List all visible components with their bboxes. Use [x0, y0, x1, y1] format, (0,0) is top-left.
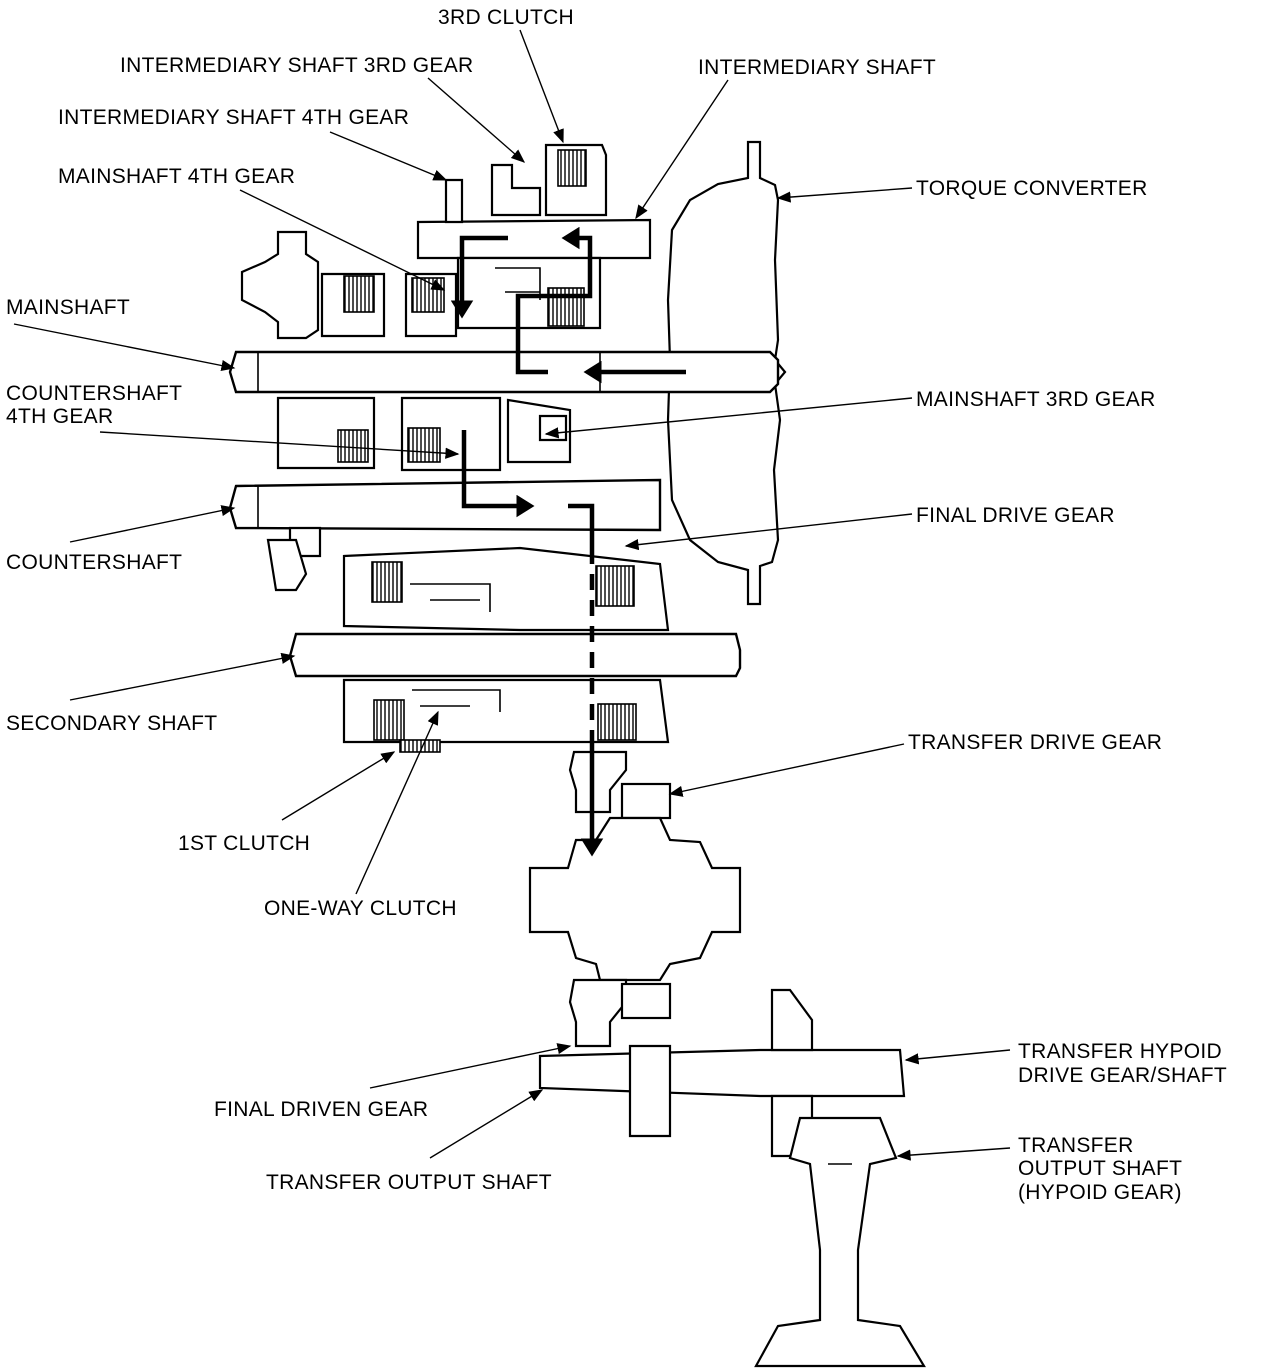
label-transfer-drive-gear: TRANSFER DRIVE GEAR [908, 731, 1162, 754]
label-countershaft-4th-gear-line1: COUNTERSHAFT [6, 382, 182, 405]
secondary-shaft-assembly [288, 546, 742, 753]
mainshaft-2nd-clutch-plates [343, 275, 375, 313]
label-one-way-clutch: ONE-WAY CLUTCH [264, 897, 457, 920]
label-secondary-shaft: SECONDARY SHAFT [6, 712, 217, 735]
countershaft-4th-clutch-plates [337, 429, 369, 463]
label-final-driven-gear: FINAL DRIVEN GEAR [214, 1098, 428, 1121]
mainshaft-4th-clutch-plates [411, 277, 445, 313]
label-mainshaft-4th-gear: MAINSHAFT 4TH GEAR [58, 165, 295, 188]
power-flow-path [450, 226, 686, 857]
label-1st-clutch: 1ST CLUTCH [178, 832, 310, 855]
secondary-upper-plates-right [595, 565, 635, 607]
transfer-assembly [538, 988, 926, 1368]
label-transfer-output-shaft: TRANSFER OUTPUT SHAFT [266, 1171, 552, 1194]
countershaft-gear-plates [407, 427, 441, 463]
label-transfer-hypoid-line1: TRANSFER HYPOID [1018, 1040, 1222, 1063]
label-torque-converter: TORQUE CONVERTER [916, 177, 1148, 200]
label-countershaft-4th-gear-line2: 4TH GEAR [6, 405, 113, 428]
label-mainshaft: MAINSHAFT [6, 296, 130, 319]
labels: 3RD CLUTCH INTERMEDIARY SHAFT 3RD GEAR I… [6, 6, 1227, 1204]
3rd-clutch-plates [557, 149, 587, 187]
label-transfer-output-line1: TRANSFER [1018, 1134, 1134, 1157]
differential-assembly [528, 750, 742, 1048]
label-final-drive-gear: FINAL DRIVE GEAR [916, 504, 1115, 527]
label-transfer-output-line3: (HYPOID GEAR) [1018, 1181, 1182, 1204]
1st-clutch-plates [373, 699, 405, 741]
mainshaft-assembly [228, 230, 780, 394]
leader-lines [13, 29, 1011, 1161]
label-countershaft: COUNTERSHAFT [6, 551, 182, 574]
label-intermediary-shaft: INTERMEDIARY SHAFT [698, 56, 936, 79]
label-transfer-output-line2: OUTPUT SHAFT [1018, 1157, 1182, 1180]
secondary-upper-plates-left [371, 561, 403, 603]
label-3rd-clutch: 3RD CLUTCH [438, 6, 574, 29]
label-transfer-hypoid-line2: DRIVE GEAR/SHAFT [1018, 1064, 1227, 1087]
secondary-lower-plates-right [597, 703, 637, 741]
transfer-drive-gear-shape [620, 782, 672, 820]
label-intermediary-shaft-3rd-gear: INTERMEDIARY SHAFT 3RD GEAR [120, 54, 474, 77]
label-mainshaft-3rd-gear: MAINSHAFT 3RD GEAR [916, 388, 1156, 411]
one-way-clutch-element [399, 739, 441, 753]
countershaft-assembly [228, 396, 662, 592]
final-driven-gear-shape [620, 982, 672, 1020]
label-intermediary-shaft-4th-gear: INTERMEDIARY SHAFT 4TH GEAR [58, 106, 409, 129]
3rd-clutch-lower-plates [547, 287, 585, 327]
